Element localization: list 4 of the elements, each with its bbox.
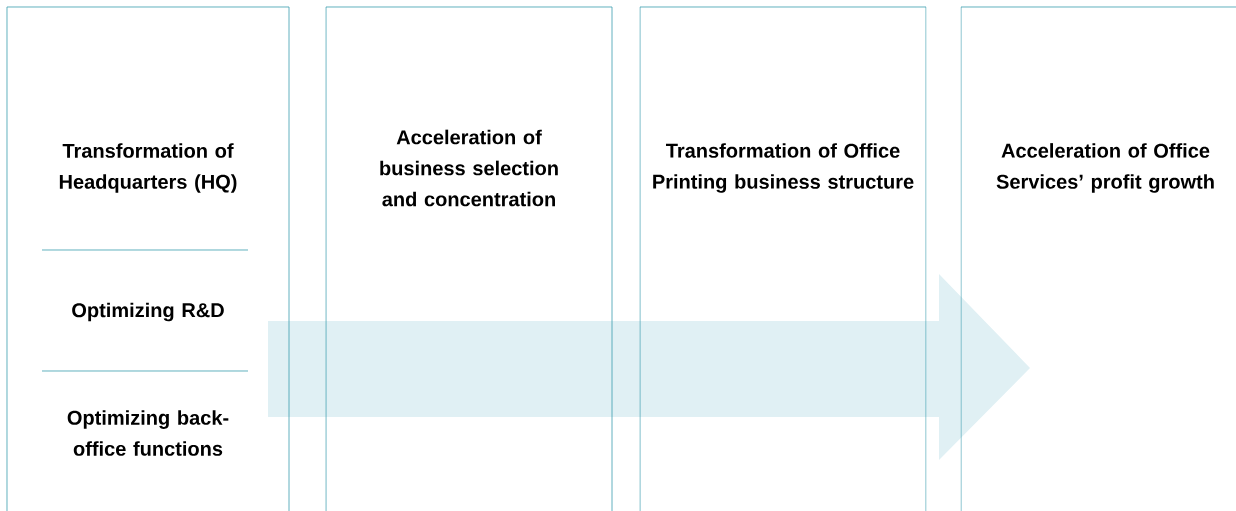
column-panel: Acceleration of Office Services’ profit growth [960, 6, 1236, 511]
column-panel: Acceleration of business selection and concentration [325, 6, 613, 511]
column-panel: Transformation of Headquarters (HQ) Optimizing R&D Optimizing back-office functions [6, 6, 290, 511]
column-panel: Transformation of Office Printing business structure [639, 6, 927, 511]
